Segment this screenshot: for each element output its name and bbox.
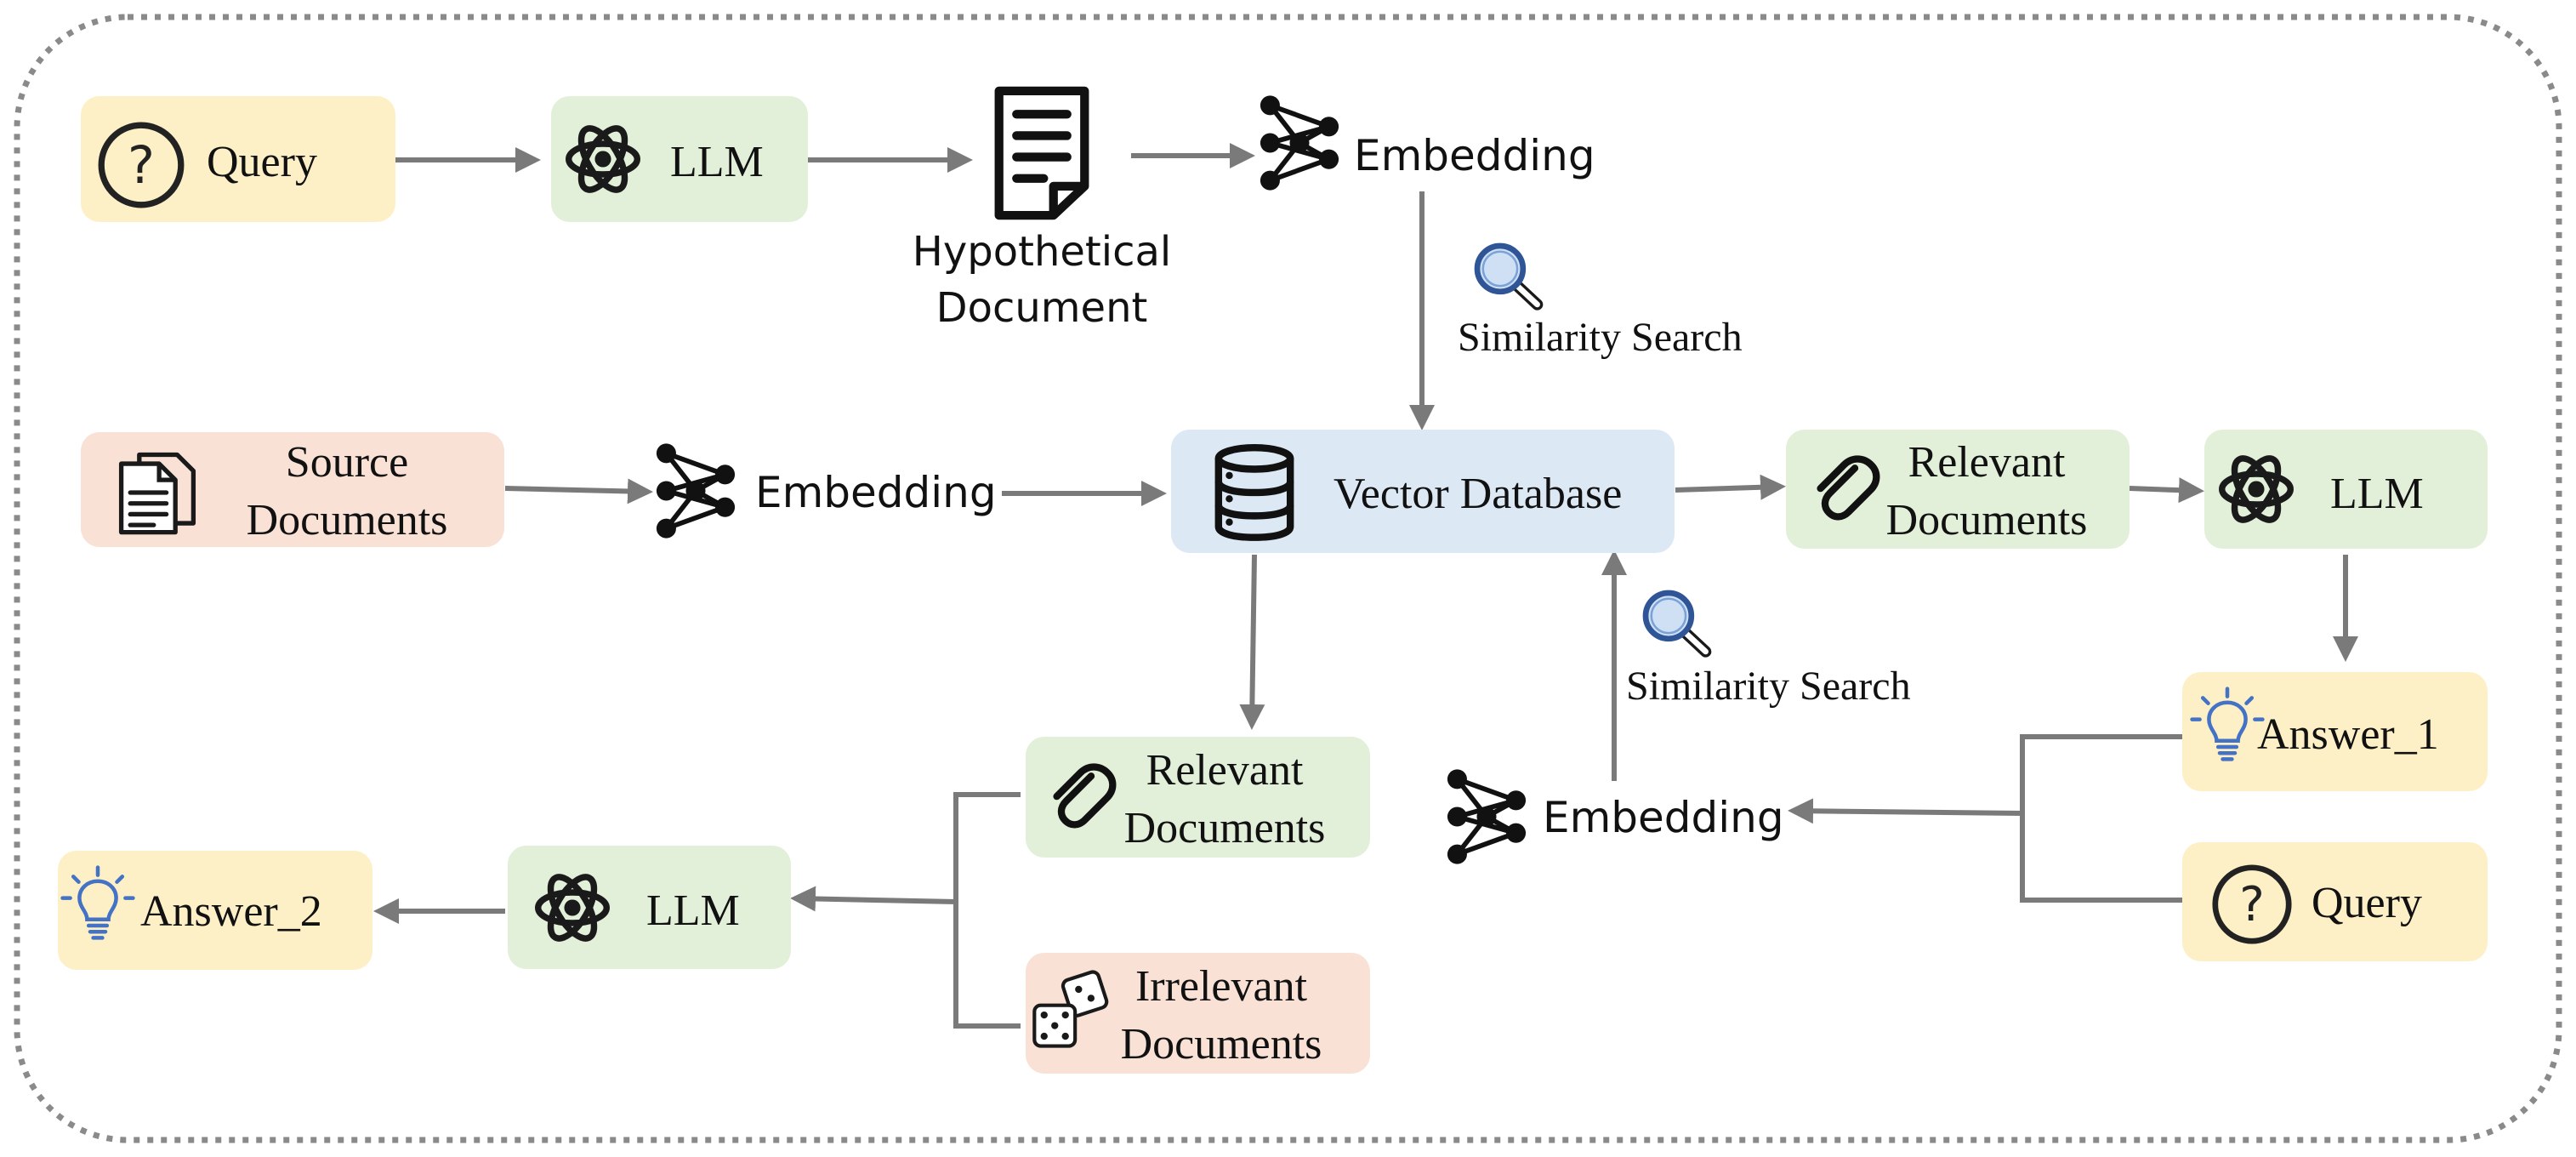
vector-database-label: Vector Database (1333, 470, 1622, 518)
irrelevant-label-line2: Documents (1121, 1020, 1322, 1069)
irrelevant-documents-box: Irrelevant Documents (1026, 953, 1370, 1074)
embedding-label-top: Embedding (1354, 131, 1595, 180)
answer2-box: Answer_2 (58, 851, 372, 970)
bracket-relevant-irrelevant (953, 792, 1021, 1029)
vector-database-box: Vector Database (1171, 430, 1675, 553)
llm-box-middle: LLM (2204, 430, 2488, 549)
source-label-line2: Documents (247, 496, 448, 544)
relevant-bottom-label-line2: Documents (1124, 804, 1326, 852)
similarity-search-top: Similarity Search (1458, 246, 1743, 360)
network-icon (1260, 95, 1339, 190)
embedding-label-middle: Embedding (755, 468, 997, 517)
answer2-label: Answer_2 (140, 887, 322, 936)
network-icon (1447, 769, 1526, 863)
outer-frame (14, 14, 2562, 1143)
arrow-vectordb-to-relevant (1675, 474, 1786, 500)
embedding-top: Embedding (1260, 95, 1595, 190)
arrow-bracket-to-embedding (1788, 798, 2023, 824)
embedding-right: Embedding (1447, 769, 1784, 863)
query-label: Query (207, 138, 317, 186)
irrelevant-label-line1: Irrelevant (1135, 962, 1308, 1011)
answer1-box: Answer_1 (2182, 672, 2488, 791)
hypothetical-label-line2: Document (936, 284, 1148, 332)
arrow-vectordb-to-relevant-bottom (1239, 554, 1265, 730)
embedding-middle: Embedding (657, 443, 997, 538)
flow-arrows (373, 143, 2358, 1029)
arrow-bracket-to-llm (790, 886, 957, 912)
relevant-documents-box-bottom: Relevant Documents (1026, 737, 1370, 858)
hypothetical-label-line1: Hypothetical (913, 228, 1171, 276)
llm-box-top: LLM (551, 96, 808, 222)
magnifier-icon (1646, 593, 1706, 652)
relevant-documents-box-middle: Relevant Documents (1786, 430, 2130, 549)
query-label-right: Query (2312, 879, 2422, 927)
arrow-relevant-to-llm (2129, 477, 2204, 504)
magnifier-icon (1477, 246, 1538, 305)
llm-label-middle: LLM (2330, 470, 2424, 518)
llm-label: LLM (670, 138, 764, 186)
bracket-answer1-query (2020, 734, 2182, 903)
llm-box-bottom: LLM (508, 846, 791, 969)
source-label-line1: Source (286, 438, 408, 487)
query-box-top: Query (81, 96, 395, 222)
similarity-search-right: Similarity Search (1626, 593, 1911, 709)
embedding-label-right: Embedding (1543, 793, 1784, 842)
answer1-label: Answer_1 (2257, 710, 2439, 759)
similarity-search-label-top: Similarity Search (1458, 315, 1743, 360)
network-icon (657, 443, 735, 538)
similarity-search-label-right: Similarity Search (1626, 664, 1911, 709)
query-box-right: Query (2182, 842, 2488, 961)
relevant-label-line1: Relevant (1908, 438, 2066, 487)
hypothetical-document: Hypothetical Document (913, 91, 1171, 332)
relevant-label-line2: Documents (1886, 496, 2088, 544)
source-documents-box: Source Documents (81, 432, 504, 547)
llm-label-bottom: LLM (646, 886, 740, 935)
relevant-bottom-label-line1: Relevant (1146, 746, 1304, 795)
document-icon (999, 91, 1085, 215)
arrow-source-to-embedding (504, 478, 653, 504)
